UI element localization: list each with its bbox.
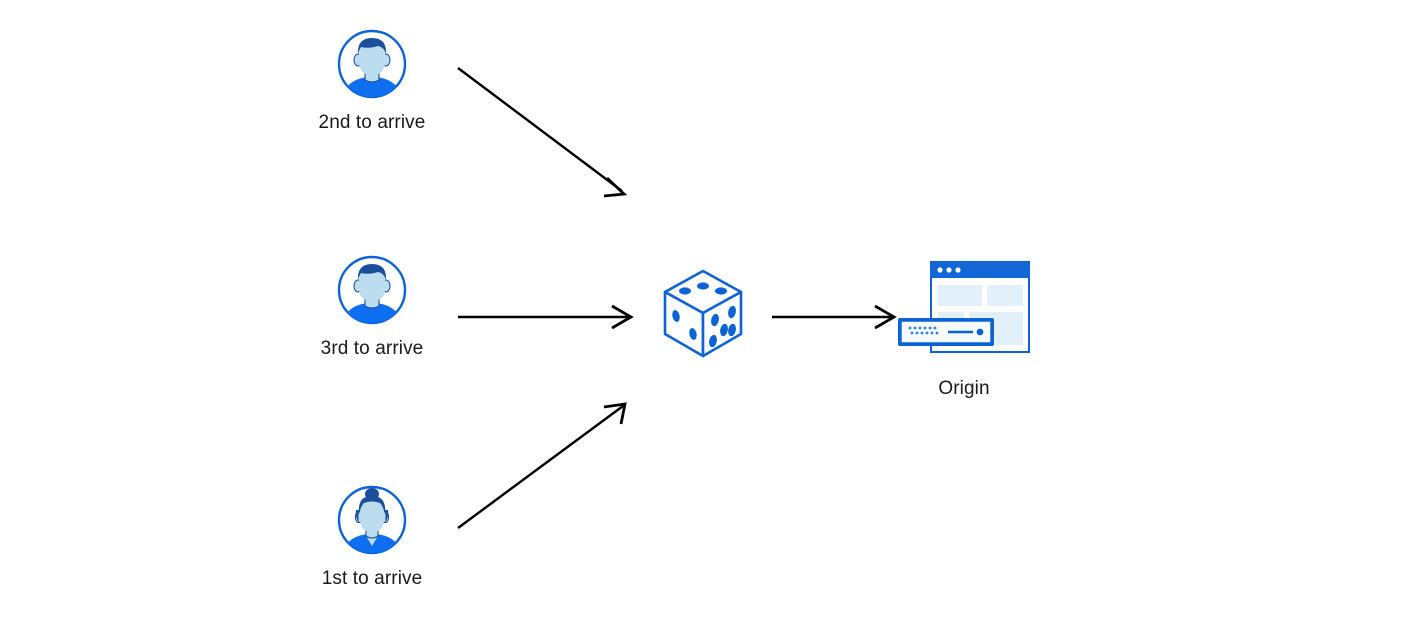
client-label-first: 1st to arrive	[321, 568, 423, 589]
arrow-first-to-dice	[457, 402, 627, 529]
origin-label: Origin	[938, 378, 990, 399]
arrow-dice-to-origin	[772, 304, 897, 330]
client-node-first[interactable]: 1st to arrive	[322, 484, 422, 589]
dice-icon	[663, 269, 743, 358]
arrow-third-to-dice	[458, 304, 634, 330]
avatar-male-icon	[337, 29, 407, 99]
randomizer-node[interactable]	[660, 268, 746, 360]
client-label-third: 3rd to arrive	[320, 338, 424, 359]
origin-server-icon	[898, 261, 1030, 353]
client-node-third[interactable]: 3rd to arrive	[321, 254, 423, 359]
client-label-second: 2nd to arrive	[318, 112, 426, 133]
avatar-female-icon	[337, 485, 407, 555]
avatar-male-icon	[337, 255, 407, 325]
server-device-icon	[898, 318, 994, 346]
arrow-second-to-dice	[457, 67, 628, 198]
client-node-second[interactable]: 2nd to arrive	[319, 28, 425, 133]
origin-node[interactable]: Origin	[893, 258, 1035, 399]
